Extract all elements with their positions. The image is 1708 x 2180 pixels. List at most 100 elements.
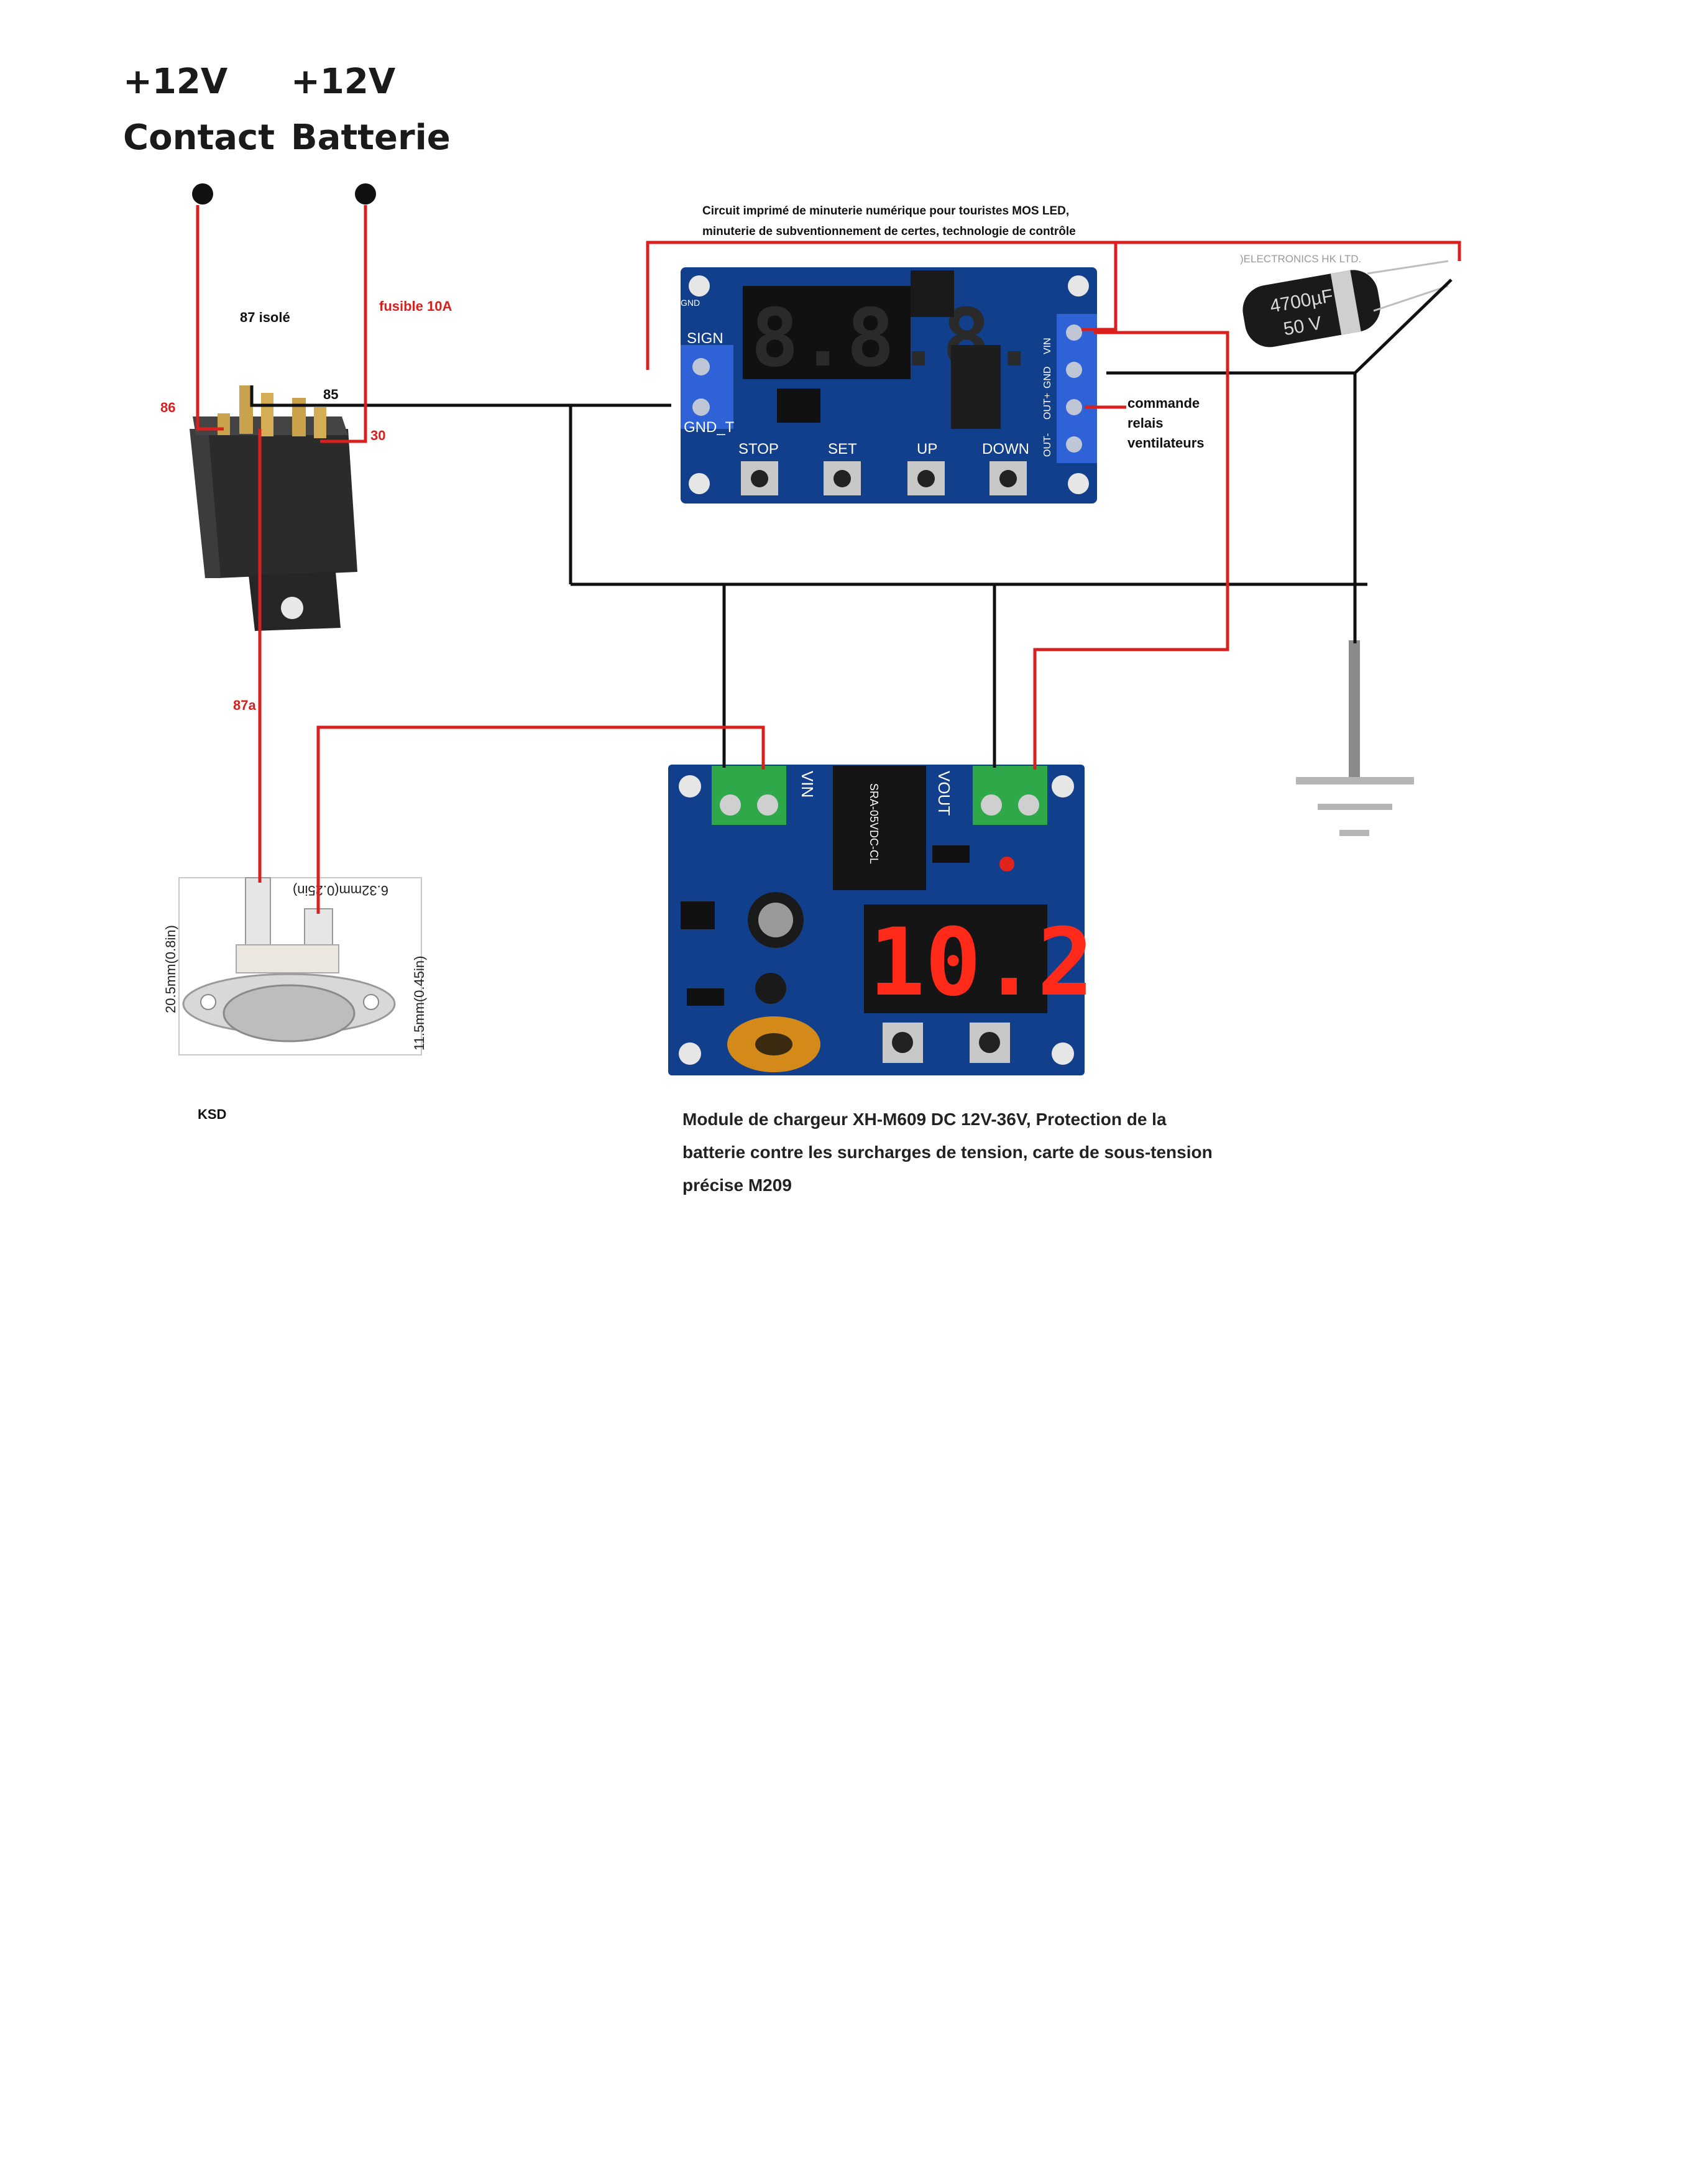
terminal-screw-icon — [757, 794, 778, 816]
timer-vin-label: VIN — [1042, 338, 1053, 354]
charger-board: VIN SRA-05VDC-CL VOUT 10.2 Module de cha… — [668, 765, 1213, 1195]
timer-mosfet — [951, 385, 1001, 429]
battery-label: Batterie — [291, 117, 451, 158]
battery-voltage-label: +12V — [291, 62, 396, 102]
contact-label: Contact — [123, 117, 275, 158]
charger-inductor-core — [755, 1033, 792, 1056]
timer-buttons: STOP SET UP DOWN — [738, 441, 1029, 495]
timer-up-label: UP — [917, 441, 937, 458]
capacitor-polarity-stripe — [1330, 270, 1361, 335]
relay-pin-86 — [218, 413, 230, 435]
ground-bar — [1318, 804, 1392, 810]
timer-set-label: SET — [828, 441, 857, 458]
charger-relay — [833, 766, 926, 890]
ksd-mount-hole — [363, 994, 379, 1010]
timer-out-minus-label: OUT- — [1042, 433, 1053, 457]
red-wires — [196, 205, 1461, 914]
ksd-terminal — [245, 877, 271, 950]
charger-capacitor-small — [755, 973, 786, 1004]
charger-diode — [687, 988, 724, 1006]
charger-mount-hole — [679, 775, 701, 798]
ground-symbol — [1296, 640, 1414, 836]
capacitor-lead — [1367, 260, 1449, 275]
charger-capacitor-top — [758, 903, 793, 937]
charger-display: 10.2 — [869, 909, 1093, 1017]
wire-timer-gnd — [1106, 371, 1357, 643]
relay-pin-86-label: 86 — [160, 400, 175, 415]
timer-mount-hole — [1068, 473, 1089, 494]
charger-relay-text: SRA-05VDC-CL — [868, 783, 880, 864]
wire-charger-vout-plus — [1033, 331, 1229, 770]
terminal-screw-icon — [1066, 399, 1082, 415]
charger-ic — [681, 901, 715, 929]
ksd-cap — [223, 984, 356, 1042]
charger-caption-line3: précise M209 — [682, 1175, 792, 1195]
wire-capacitor-plus — [1116, 241, 1461, 261]
black-wires — [250, 278, 1453, 768]
relay-mount-hole — [281, 597, 303, 619]
relay-pin-85 — [292, 398, 306, 436]
ksd-ceramic-base — [236, 944, 339, 973]
charger-led — [999, 857, 1014, 872]
output-note-line3: ventilateurs — [1127, 435, 1205, 451]
ground-bar — [1296, 777, 1414, 784]
relay-pin-85-label: 85 — [323, 387, 338, 402]
terminal-screw-icon — [1018, 794, 1039, 816]
timer-optocoupler — [777, 389, 820, 423]
relay-pin-87-label: 87 isolé — [240, 310, 290, 325]
ksd-mount-hole — [200, 994, 216, 1010]
contact-voltage-label: +12V — [123, 62, 228, 102]
charger-caption-line2: batterie contre les surcharges de tensio… — [682, 1143, 1213, 1162]
charger-vin-label: VIN — [798, 771, 817, 798]
button-cap-icon — [892, 1032, 913, 1053]
ksd-thermostat: 6.32mm(0.25in) 20.5mm(0.8in) 11.5mm(0.45… — [163, 877, 427, 1122]
relay-pin-87a — [261, 393, 273, 436]
terminal-screw-icon — [692, 398, 710, 416]
wire-battery-to-30 — [320, 205, 367, 443]
ground-bar — [1339, 830, 1369, 836]
ksd-body-dim: 11.5mm(0.45in) — [411, 956, 427, 1051]
wire-87 — [250, 385, 308, 407]
timer-caption-line1: Circuit imprimé de minuterie numérique p… — [702, 205, 1069, 218]
charger-mount-hole — [1052, 1042, 1074, 1065]
charger-caption-line1: Module de chargeur XH-M609 DC 12V-36V, P… — [682, 1110, 1167, 1129]
timer-caption-line2: minuterie de subventionnement de certes,… — [702, 225, 1076, 238]
timer-mount-hole — [689, 473, 710, 494]
terminal-screw-icon — [1066, 362, 1082, 378]
timer-board: Circuit imprimé de minuterie numérique p… — [681, 205, 1205, 504]
capacitor-brand: )ELECTRONICS HK LTD. — [1240, 253, 1361, 265]
charger-diode — [932, 845, 970, 863]
charger-display-frame — [864, 904, 1047, 1013]
terminal-screw-icon — [1066, 324, 1082, 341]
charger-mount-hole — [679, 1042, 701, 1065]
relay: 87 isolé 86 85 30 87a fusible 10A — [160, 298, 452, 713]
relay-pin-87a-label: 87a — [233, 697, 256, 713]
timer-down-label: DOWN — [982, 441, 1029, 458]
terminal-screw-icon — [692, 358, 710, 375]
terminal-screw-icon — [1066, 436, 1082, 453]
button-cap-icon — [979, 1032, 1000, 1053]
capacitor: )ELECTRONICS HK LTD. 4700µF 50 V — [1240, 253, 1449, 347]
charger-vout-terminal — [973, 766, 1047, 825]
relay-pin-87 — [239, 385, 253, 434]
fuse-label: fusible 10A — [379, 298, 452, 314]
timer-mount-hole — [1068, 275, 1089, 297]
wire-ksd-to-charger-vin — [316, 725, 765, 914]
output-note-line2: relais — [1127, 415, 1164, 431]
timer-regulator — [911, 270, 954, 317]
timer-gnd-label: GND — [1042, 366, 1053, 389]
timer-display-frame — [743, 286, 911, 379]
button-cap-icon — [751, 470, 768, 487]
timer-gnd-small-label: GND — [681, 298, 700, 308]
terminal-screw-icon — [981, 794, 1002, 816]
timer-out-plus-label: OUT+ — [1042, 393, 1053, 420]
relay-body — [205, 429, 357, 578]
terminal-screw-icon — [720, 794, 741, 816]
wire-contact-to-86 — [196, 205, 224, 431]
ksd-height-dim: 20.5mm(0.8in) — [163, 925, 178, 1013]
charger-mount-hole — [1052, 775, 1074, 798]
timer-input-terminal — [681, 345, 733, 429]
button-cap-icon — [917, 470, 935, 487]
output-note-line1: commande — [1127, 395, 1200, 411]
